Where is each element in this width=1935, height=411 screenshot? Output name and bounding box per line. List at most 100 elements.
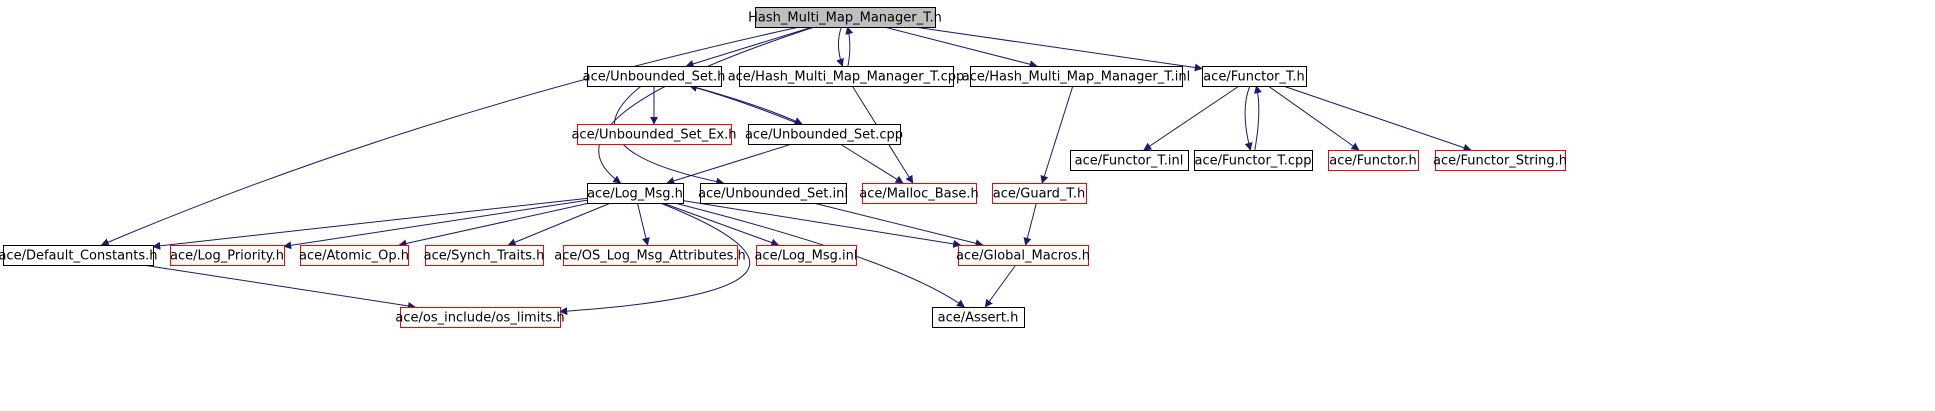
- node-label: ace/Assert.h: [938, 311, 1019, 326]
- edges-layer: [100, 26, 1472, 316]
- node-label: ace/Hash_Multi_Map_Manager_T.inl: [962, 70, 1190, 85]
- node-box: [932, 307, 1025, 328]
- node-us_cpp[interactable]: ace/Unbounded_Set.cpp: [745, 124, 903, 145]
- node-box: [756, 245, 857, 266]
- edge-hmm_h-to-defc: [100, 26, 800, 246]
- node-defc[interactable]: ace/Default_Constants.h: [0, 245, 158, 266]
- node-funstr[interactable]: ace/Functor_String.h: [1433, 150, 1567, 171]
- node-label: ace/Functor.h: [1329, 154, 1416, 169]
- node-label: ace/Atomic_Op.h: [299, 249, 409, 264]
- node-label: ace/Log_Msg.h: [587, 187, 683, 202]
- node-box: [748, 124, 901, 145]
- node-label: ace/Synch_Traits.h: [424, 249, 545, 264]
- edge-log_h-to-globm: [682, 200, 962, 248]
- node-hmm_inl[interactable]: ace/Hash_Multi_Map_Manager_T.inl: [962, 66, 1190, 87]
- edge-fun_h-to-fun_inl: [1143, 85, 1240, 151]
- node-box: [700, 183, 847, 204]
- edge-hmm_cpp-to-hmm_h: [845, 26, 854, 67]
- edge-log_h-to-logpri: [283, 199, 588, 250]
- node-label: ace/Default_Constants.h: [0, 249, 158, 264]
- node-label: ace/Guard_T.h: [993, 187, 1085, 202]
- edge-hmm_inl-to-guard: [1040, 85, 1074, 184]
- node-label: ace/Unbounded_Set_Ex.h: [571, 128, 736, 143]
- edge-fun_h-to-fun_cpp: [1244, 85, 1253, 151]
- node-functor[interactable]: ace/Functor.h: [1328, 150, 1419, 171]
- node-box: [739, 66, 954, 87]
- node-box: [1070, 150, 1189, 171]
- node-label: ace/Global_Macros.h: [956, 249, 1090, 264]
- node-box: [300, 245, 409, 266]
- node-box: [970, 66, 1183, 87]
- node-malloc[interactable]: ace/Malloc_Base.h: [859, 183, 979, 204]
- edge-fun_cpp-to-fun_h: [1254, 85, 1262, 151]
- edge-hmm_h-to-hmm_inl: [884, 26, 1038, 69]
- edge-us_inl-to-globm: [813, 202, 984, 248]
- node-hmm_h[interactable]: Hash_Multi_Map_Manager_T.h: [748, 7, 942, 28]
- node-box: [587, 66, 722, 87]
- node-label: ace/Unbounded_Set.cpp: [745, 128, 903, 143]
- node-box: [958, 245, 1089, 266]
- node-label: ace/OS_Log_Msg_Attributes.h: [554, 249, 745, 264]
- node-us_inl[interactable]: ace/Unbounded_Set.inl: [698, 183, 848, 204]
- node-fun_h[interactable]: ace/Functor_T.h: [1202, 66, 1307, 87]
- node-box: [170, 245, 285, 266]
- edge-log_h-to-synch: [507, 202, 611, 246]
- node-guard[interactable]: ace/Guard_T.h: [992, 183, 1087, 204]
- node-assert[interactable]: ace/Assert.h: [932, 307, 1025, 328]
- edge-hmm_h-to-log_h: [598, 26, 815, 184]
- node-oslim[interactable]: ace/os_include/os_limits.h: [395, 307, 565, 328]
- node-atomic[interactable]: ace/Atomic_Op.h: [299, 245, 409, 266]
- node-box: [755, 7, 936, 28]
- edge-fun_h-to-funstr: [1283, 85, 1472, 152]
- node-box: [1202, 66, 1307, 87]
- node-us_h[interactable]: ace/Unbounded_Set.h: [583, 66, 726, 87]
- node-label: ace/Functor_T.h: [1203, 70, 1305, 85]
- node-synch[interactable]: ace/Synch_Traits.h: [424, 245, 545, 266]
- node-label: ace/Malloc_Base.h: [859, 187, 979, 202]
- node-box: [577, 124, 732, 145]
- node-label: ace/os_include/os_limits.h: [395, 311, 564, 326]
- edge-us_cpp-to-log_h: [666, 143, 793, 185]
- edge-hmm_h-to-us_h: [685, 26, 813, 68]
- node-usex_h[interactable]: ace/Unbounded_Set_Ex.h: [571, 124, 737, 145]
- edge-log_h-to-oslim: [559, 202, 750, 316]
- edge-fun_h-to-functor: [1267, 85, 1360, 151]
- node-label: ace/Functor_String.h: [1433, 154, 1567, 169]
- nodes-layer: Hash_Multi_Map_Manager_T.h ace/Unbounded_…: [0, 7, 1567, 328]
- node-oslog[interactable]: ace/OS_Log_Msg_Attributes.h: [554, 245, 746, 266]
- node-box: [563, 245, 738, 266]
- node-fun_inl[interactable]: ace/Functor_T.inl: [1070, 150, 1189, 171]
- edge-log_h-to-atomic: [398, 202, 590, 248]
- node-loginl[interactable]: ace/Log_Msg.inl: [754, 245, 858, 266]
- edge-globm-to-assert: [984, 264, 1017, 308]
- node-label: ace/Log_Msg.inl: [754, 249, 857, 264]
- node-box: [992, 183, 1087, 204]
- node-logpri[interactable]: ace/Log_Priority.h: [170, 245, 285, 266]
- node-label: ace/Unbounded_Set.inl: [698, 187, 848, 202]
- node-globm[interactable]: ace/Global_Macros.h: [956, 245, 1090, 266]
- node-box: [400, 307, 561, 328]
- node-fun_cpp[interactable]: ace/Functor_T.cpp: [1194, 150, 1313, 171]
- edge-log_h-to-loginl: [662, 202, 780, 247]
- edge-us_cpp-to-malloc: [839, 143, 904, 184]
- node-box: [1194, 150, 1313, 171]
- edge-hmm_h-to-hmm_cpp: [836, 26, 844, 67]
- node-box: [3, 245, 154, 266]
- node-label: ace/Hash_Multi_Map_Manager_T.cpp: [728, 70, 965, 85]
- edge-us_cpp-to-us_h: [689, 84, 800, 125]
- node-log_h[interactable]: ace/Log_Msg.h: [587, 183, 684, 204]
- edge-hmm_h-to-fun_h: [914, 26, 1203, 72]
- edge-log_h-to-oslog: [636, 202, 650, 246]
- edge-guard-to-globm: [1023, 202, 1037, 246]
- node-label: ace/Functor_T.inl: [1075, 154, 1184, 169]
- node-box: [587, 183, 684, 204]
- edge-defc-to-oslim: [142, 264, 416, 310]
- node-box: [862, 183, 977, 204]
- node-label: Hash_Multi_Map_Manager_T.h: [748, 11, 942, 26]
- node-hmm_cpp[interactable]: ace/Hash_Multi_Map_Manager_T.cpp: [728, 66, 965, 87]
- node-box: [1328, 150, 1419, 171]
- node-label: ace/Log_Priority.h: [170, 249, 284, 264]
- node-label: ace/Unbounded_Set.h: [583, 70, 726, 85]
